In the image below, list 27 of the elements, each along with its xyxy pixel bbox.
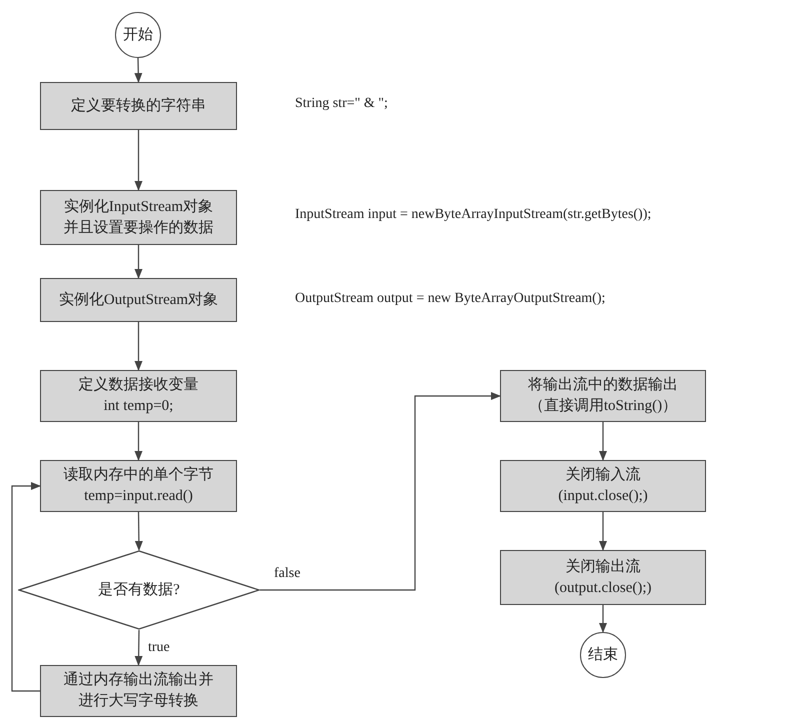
process-box: 关闭输入流 (input.close();) xyxy=(500,460,706,512)
arrow xyxy=(11,482,41,692)
process-box: 关闭输出流 (output.close();) xyxy=(500,550,706,605)
arrow xyxy=(599,422,607,461)
arrow xyxy=(134,630,143,666)
process-box: 通过内存输出流输出并进行大写字母转换 xyxy=(40,665,237,717)
code-line: String str=" & "; xyxy=(295,96,388,112)
arrow xyxy=(134,245,142,279)
arrow xyxy=(599,605,607,633)
process-box: 实例化InputStream对象并且设置要操作的数据 xyxy=(40,190,237,245)
code-line: InputStream input = newByteArrayInputStream(str.getBytes()); xyxy=(295,207,652,223)
process-box: 定义要转换的字符串 xyxy=(40,82,237,130)
process-box: 定义数据接收变量 int temp=0; xyxy=(40,370,237,422)
process-box: 读取内存中的单个字节 temp=input.read() xyxy=(40,460,237,512)
code-line: OutputStream output = new ByteArrayOutputStream(); xyxy=(295,291,606,307)
process-box: 将输出流中的数据输出 （直接调用toString()） xyxy=(500,370,706,422)
process-box: 实例化OutputStream对象 xyxy=(40,278,237,322)
arrow xyxy=(134,322,142,371)
terminal-circle: 开始 xyxy=(115,12,161,58)
arrow xyxy=(260,392,501,591)
terminal-circle: 结束 xyxy=(580,632,626,678)
arrow xyxy=(134,512,143,551)
arrow xyxy=(134,422,142,461)
arrow xyxy=(599,512,607,551)
arrow xyxy=(134,58,142,83)
arrow xyxy=(134,130,142,191)
decision-diamond: 是否有数据? xyxy=(18,550,260,630)
